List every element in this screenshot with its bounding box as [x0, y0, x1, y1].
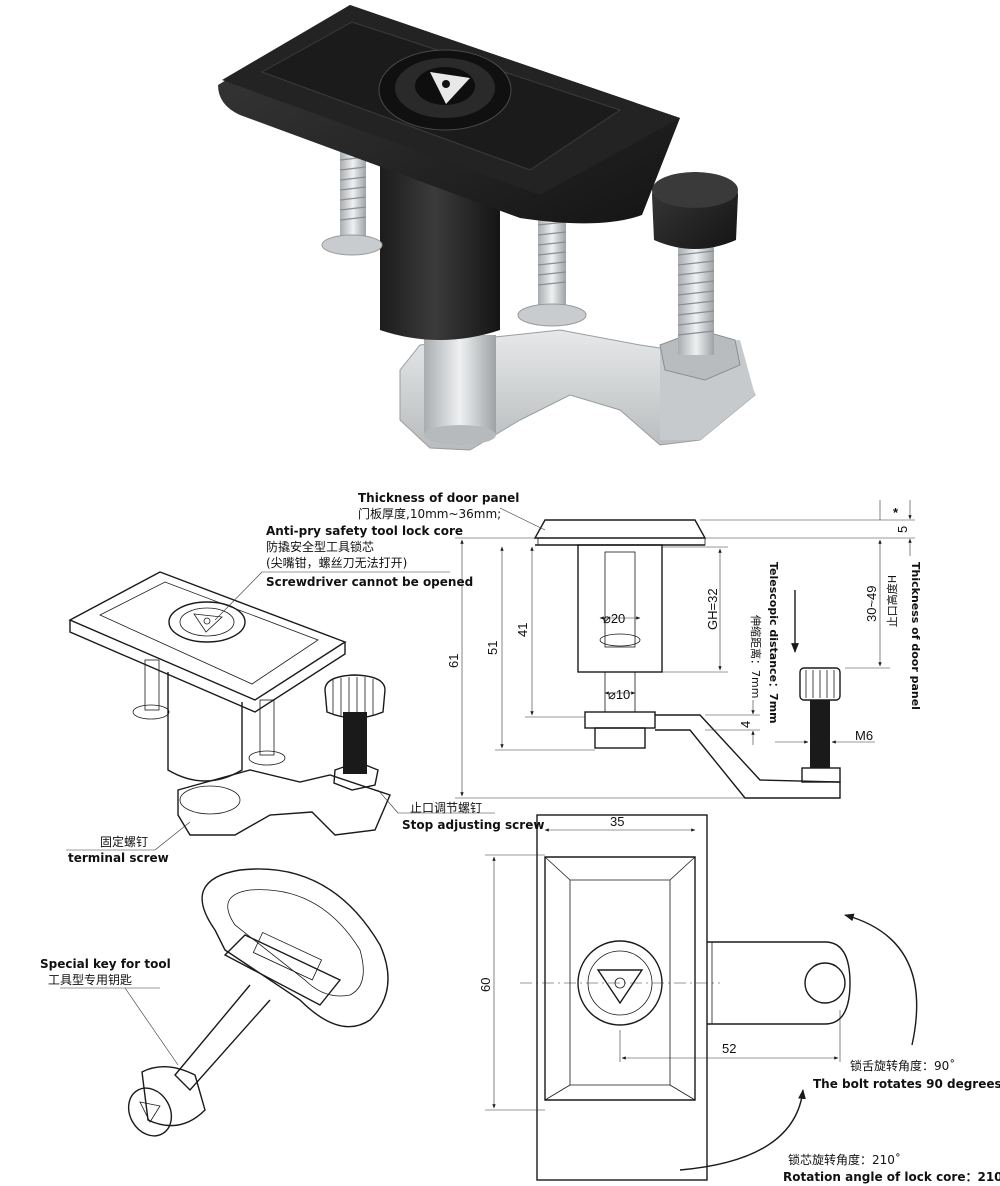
product-render	[218, 5, 756, 451]
anti-pry-label-cn2: (尖嘴钳，螺丝刀无法打开)	[266, 556, 407, 570]
door-thickness-label-en: Thickness of door panel	[358, 491, 519, 505]
special-key-label-cn: 工具型专用钥匙	[48, 972, 132, 987]
telescopic-label-cn: 伸缩距离：7mm	[749, 615, 763, 698]
door-thickness-label-cn: 门板厚度,10mm~36mm;	[358, 506, 501, 521]
dim-m6: M6	[855, 728, 873, 743]
dim-4: 4	[738, 721, 753, 728]
height-label-cn: 止口高度H	[885, 575, 899, 627]
screwdriver-label: Screwdriver cannot be opened	[266, 575, 473, 589]
anti-pry-label-en: Anti-pry safety tool lock core	[266, 524, 463, 538]
dim-h-range: 30~49	[864, 585, 879, 622]
dim-61: 61	[446, 654, 461, 668]
dim-dia10: ⌀10	[608, 687, 630, 702]
special-key-drawing	[127, 868, 389, 1137]
side-section-drawing	[455, 500, 915, 799]
core-rotation-label-en: Rotation angle of lock core：210°	[783, 1170, 1000, 1184]
dim-51: 51	[485, 641, 500, 655]
dim-dia20: ⌀20	[603, 611, 625, 626]
door-thickness-right-label: Thickness of door panel	[909, 562, 922, 710]
bolt-rotation-label-en: The bolt rotates 90 degrees	[813, 1077, 1000, 1091]
bolt-rotation-label-cn: 锁舌旋转角度：90˚	[850, 1058, 955, 1073]
telescopic-label-en: Telescopic distance：7mm	[767, 562, 780, 724]
dim-41: 41	[515, 623, 530, 637]
dim-gh32: GH=32	[705, 588, 720, 630]
plan-view-drawing	[485, 814, 918, 1181]
isometric-lock-drawing	[68, 571, 391, 836]
dim-60: 60	[478, 978, 493, 992]
dim-star: *	[893, 505, 899, 520]
terminal-screw-label-en: terminal screw	[68, 851, 169, 865]
stop-screw-label-cn: 止口调节螺钉	[410, 801, 482, 815]
dim-52: 52	[722, 1041, 736, 1056]
dim-5: 5	[895, 526, 910, 533]
terminal-screw-label-cn: 固定螺钉	[100, 834, 148, 849]
dim-35: 35	[610, 814, 624, 829]
leader-lines	[60, 571, 495, 1066]
core-rotation-label-cn: 锁芯旋转角度：210˚	[788, 1152, 901, 1167]
special-key-label-en: Special key for tool	[40, 957, 171, 971]
stop-screw-label-en: Stop adjusting screw	[402, 818, 544, 832]
text-labels: Thickness of door panel 门板厚度,10mm~36mm; …	[40, 491, 1000, 1184]
anti-pry-label-cn: 防撬安全型工具锁芯	[266, 539, 374, 554]
